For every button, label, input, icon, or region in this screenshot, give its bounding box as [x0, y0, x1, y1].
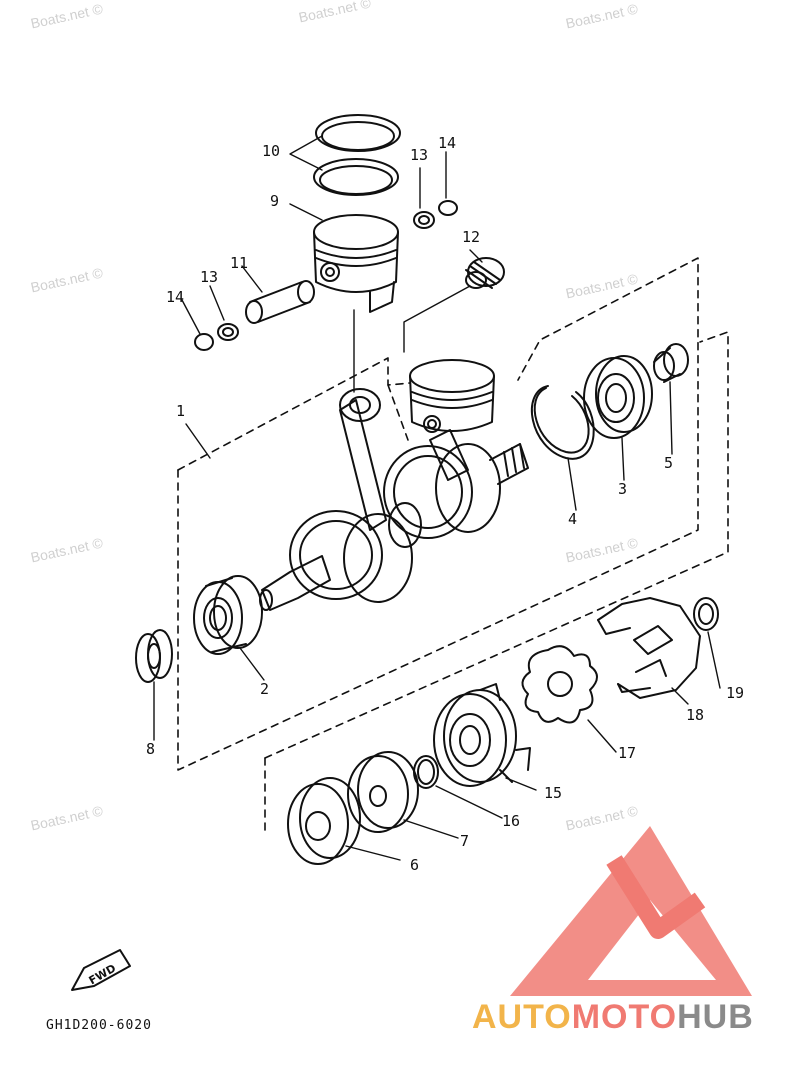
rubber-damper: [547, 671, 573, 697]
callout-3: 3: [618, 480, 628, 498]
callout-2: 2: [260, 680, 270, 698]
brand-logo-icon: [510, 826, 752, 996]
callout-13: 13: [410, 146, 429, 164]
callout-13: 13: [200, 268, 219, 286]
callout-6: 6: [410, 856, 420, 874]
callout-14: 14: [166, 288, 185, 306]
callout-12: 12: [462, 228, 481, 246]
washer: [698, 603, 714, 625]
brand-wordmark: AUTOMOTOHUB: [472, 998, 754, 1037]
callout-14: 14: [438, 134, 457, 152]
rubber-damper: [521, 645, 598, 724]
washer: [693, 597, 719, 631]
o-ring: [417, 759, 435, 785]
collar: [653, 343, 689, 383]
circlips-and-washers: [194, 200, 458, 351]
piston-pin: [245, 280, 315, 324]
assembly-boundary: [177, 257, 729, 837]
callout-5: 5: [664, 454, 674, 472]
spacer: [287, 777, 361, 865]
thrust-washer: [347, 751, 419, 833]
piston-rings: [313, 114, 401, 196]
drawing-code: GH1D200-6020: [46, 1018, 152, 1033]
fwd-arrow-icon: [71, 949, 131, 991]
callout-11: 11: [230, 254, 249, 272]
ball-bearing: [583, 355, 653, 439]
oil-seal: [135, 629, 173, 683]
piston-installed: [409, 359, 495, 433]
brand-part-moto: MOTO: [571, 998, 678, 1036]
callout-8: 8: [146, 740, 156, 758]
callout-1: 1: [176, 402, 186, 420]
callout-10: 10: [262, 142, 281, 160]
callout-15: 15: [544, 784, 563, 802]
leader-lines: [153, 135, 721, 861]
coupling: [597, 597, 701, 699]
crankshaft-assembly: [259, 388, 529, 611]
coupling-flange: [433, 683, 531, 787]
callout-7: 7: [460, 832, 470, 850]
callout-17: 17: [618, 744, 637, 762]
ball-bearing: [193, 575, 263, 655]
brand-part-auto: AUTO: [472, 998, 572, 1036]
callout-16: 16: [502, 812, 521, 830]
snap-ring: [530, 385, 595, 460]
needle-bearing: [465, 257, 505, 289]
brand-part-hub: HUB: [677, 998, 754, 1036]
callout-18: 18: [686, 706, 705, 724]
callout-19: 19: [726, 684, 745, 702]
piston: [313, 214, 399, 313]
callout-9: 9: [270, 192, 280, 210]
callout-4: 4: [568, 510, 578, 528]
